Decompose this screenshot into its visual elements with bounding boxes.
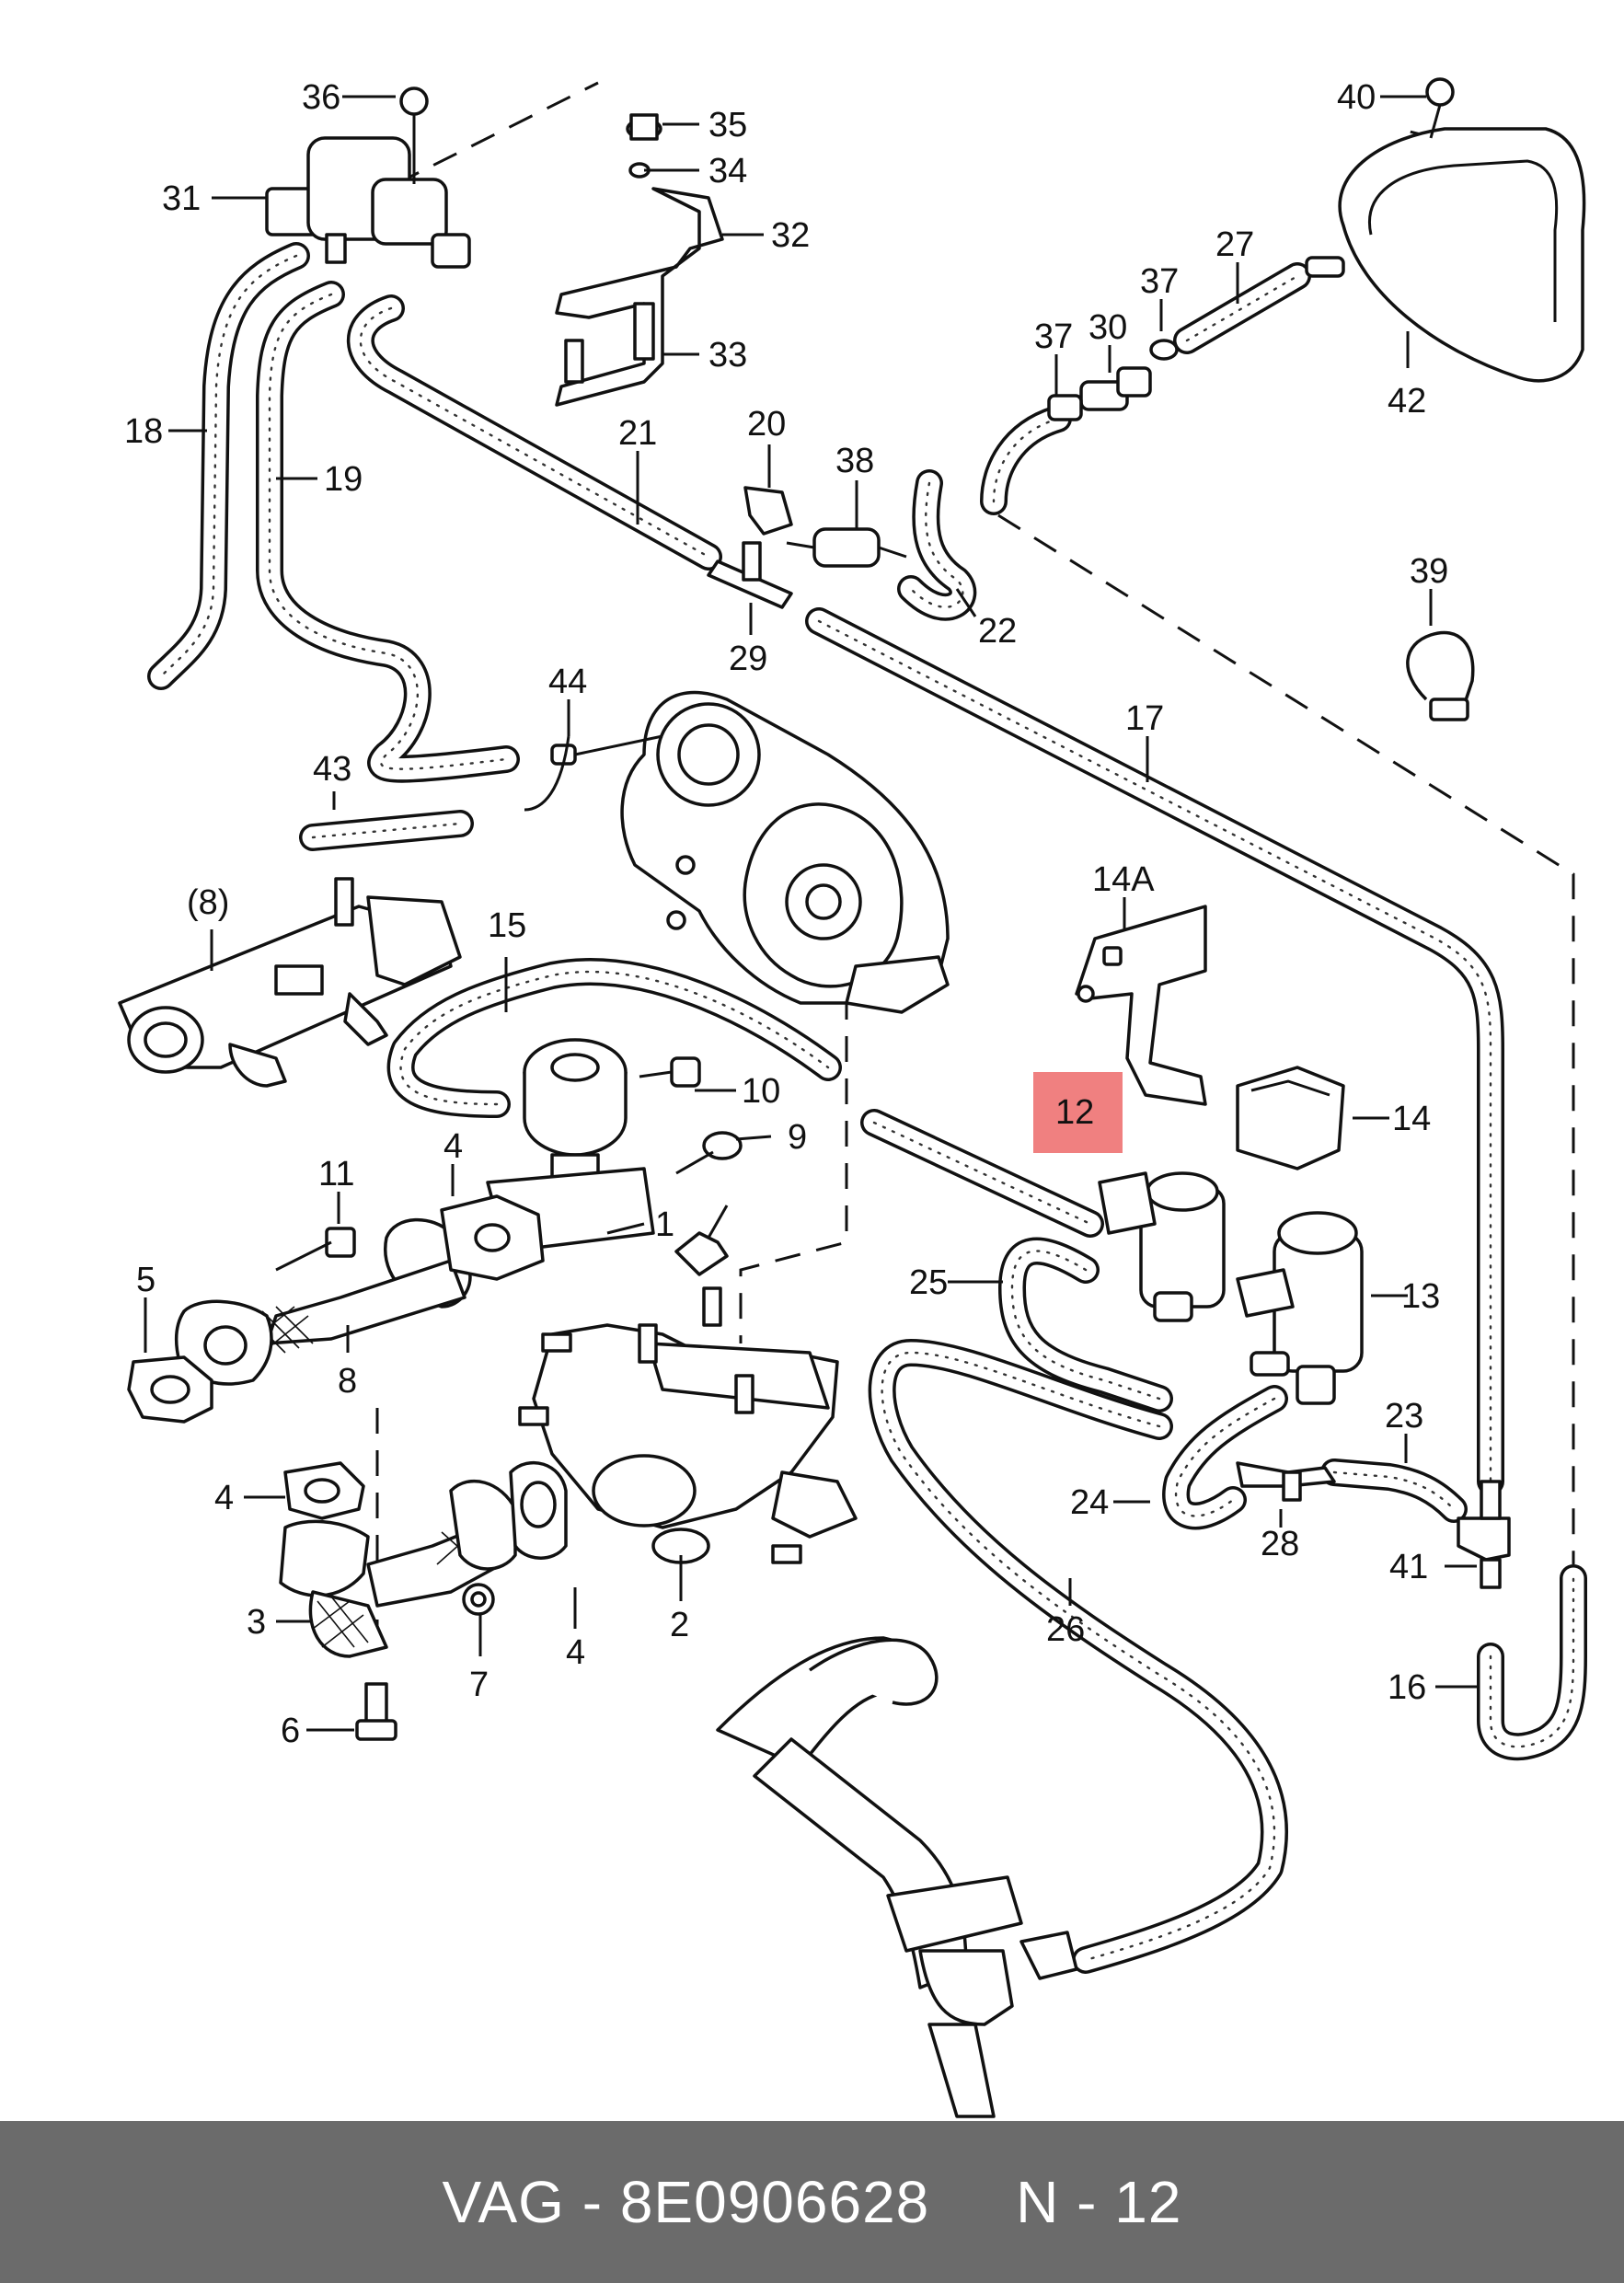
callout: 25 (909, 1263, 948, 1302)
callout: 1 (655, 1205, 674, 1244)
hose-23 (1320, 1459, 1468, 1523)
hose-21 (346, 294, 722, 571)
callout: 4 (214, 1479, 234, 1517)
exhaust-manifold-2 (518, 1286, 858, 1564)
part-number-label: VAG - 8E0906628 N - 12 (442, 2169, 1182, 2235)
callout: 40 (1337, 78, 1376, 117)
nut-7 (462, 1583, 495, 1616)
pressure-converter-12 (1098, 1171, 1226, 1322)
callout: 3 (247, 1603, 266, 1642)
highlight-box-12 (1033, 1072, 1123, 1153)
pressure-converter-13 (1236, 1211, 1364, 1405)
callout: 28 (1261, 1525, 1299, 1563)
hose-17 (805, 607, 1504, 1495)
callout: 13 (1401, 1277, 1440, 1316)
check-valve-30 (1047, 339, 1179, 421)
holder-14 (1236, 1066, 1345, 1170)
callout: 11 (318, 1155, 354, 1193)
egr-cooler-8 (118, 877, 462, 1088)
hose-clamp-39 (1406, 630, 1475, 721)
callout: 42 (1388, 382, 1426, 421)
connector-28 (1236, 1461, 1336, 1502)
callout: 35 (708, 106, 747, 144)
turbocharger (550, 690, 950, 1014)
callout: 27 (1215, 225, 1254, 264)
bracket-32 (555, 113, 724, 407)
callout: 20 (747, 405, 786, 444)
callout: 30 (1088, 308, 1127, 347)
callout: 12 (1055, 1093, 1094, 1132)
callout: 17 (1125, 699, 1164, 738)
callout: 39 (1410, 552, 1448, 591)
bracket-14a (1075, 905, 1207, 1106)
hose-15 (386, 958, 842, 1118)
hose-15b (860, 1109, 1104, 1238)
callout: 21 (618, 414, 657, 453)
downpipe (716, 1636, 1078, 2118)
callout: 37 (1140, 262, 1179, 301)
hose-27 (1173, 262, 1311, 354)
hose-16 (1477, 1564, 1587, 1761)
egr-pipe-8 (174, 1217, 472, 1386)
callout: 7 (469, 1666, 489, 1704)
t-piece-41 (1457, 1480, 1511, 1589)
callout: 22 (978, 612, 1017, 651)
callout: 24 (1070, 1483, 1109, 1522)
callout: 37 (1034, 317, 1073, 356)
callout: 31 (162, 179, 201, 218)
gasket-4-upper (440, 1194, 545, 1281)
callout: 26 (1046, 1610, 1085, 1649)
callout: 5 (136, 1261, 155, 1299)
callout: 15 (488, 906, 526, 945)
exploded-parts-diagram: 36 35 34 31 32 33 18 19 21 20 38 22 29 4… (118, 77, 1587, 2118)
leader-lines (144, 95, 1477, 1732)
hose-26 (868, 1339, 1288, 1974)
hose-37-loop (980, 405, 1072, 515)
gasket-4-lower-left (283, 1461, 365, 1520)
part-number-footer: VAG - 8E0906628 N - 12 (0, 2121, 1624, 2283)
callout: 2 (670, 1606, 689, 1644)
hose-19 (256, 281, 520, 783)
callout: 23 (1385, 1397, 1423, 1436)
callout: 4 (566, 1633, 585, 1672)
callout: 8 (338, 1362, 357, 1401)
gasket-5 (127, 1355, 213, 1424)
callout: 9 (788, 1118, 807, 1157)
hose-24 (1162, 1385, 1288, 1530)
connector-20-29-38 (707, 486, 907, 609)
vacuum-reservoir-42 (1305, 77, 1586, 383)
callout: (8) (187, 883, 229, 922)
callout: 10 (742, 1072, 780, 1111)
callout: 19 (324, 460, 363, 499)
callout: 34 (708, 152, 747, 190)
exhaust-pipe-3 (279, 1461, 568, 1658)
callout: 18 (124, 412, 163, 451)
callout: 4 (443, 1127, 463, 1166)
callout: 6 (281, 1712, 300, 1750)
callout: 16 (1388, 1668, 1426, 1707)
callout: 32 (771, 216, 810, 255)
callout: 36 (302, 78, 340, 117)
callout: 33 (708, 336, 747, 375)
bolt-11 (275, 1227, 356, 1272)
hose-25 (998, 1237, 1173, 1412)
hoses (147, 242, 1587, 1974)
solenoid-valve-31 (265, 86, 471, 269)
callout: 41 (1389, 1548, 1428, 1586)
callout: 14A (1092, 860, 1155, 899)
callout-labels: 36 35 34 31 32 33 18 19 21 20 38 22 29 4… (124, 78, 1448, 1750)
bolt-6 (355, 1682, 397, 1741)
callout: 14 (1392, 1100, 1431, 1138)
callout: 29 (729, 640, 767, 678)
callout: 38 (835, 442, 874, 480)
hose-18 (147, 242, 310, 690)
callout: 43 (313, 750, 351, 789)
callout: 44 (548, 663, 587, 701)
hose-43 (299, 810, 474, 851)
hose-22 (897, 469, 977, 621)
bolt-9 (675, 1131, 743, 1175)
